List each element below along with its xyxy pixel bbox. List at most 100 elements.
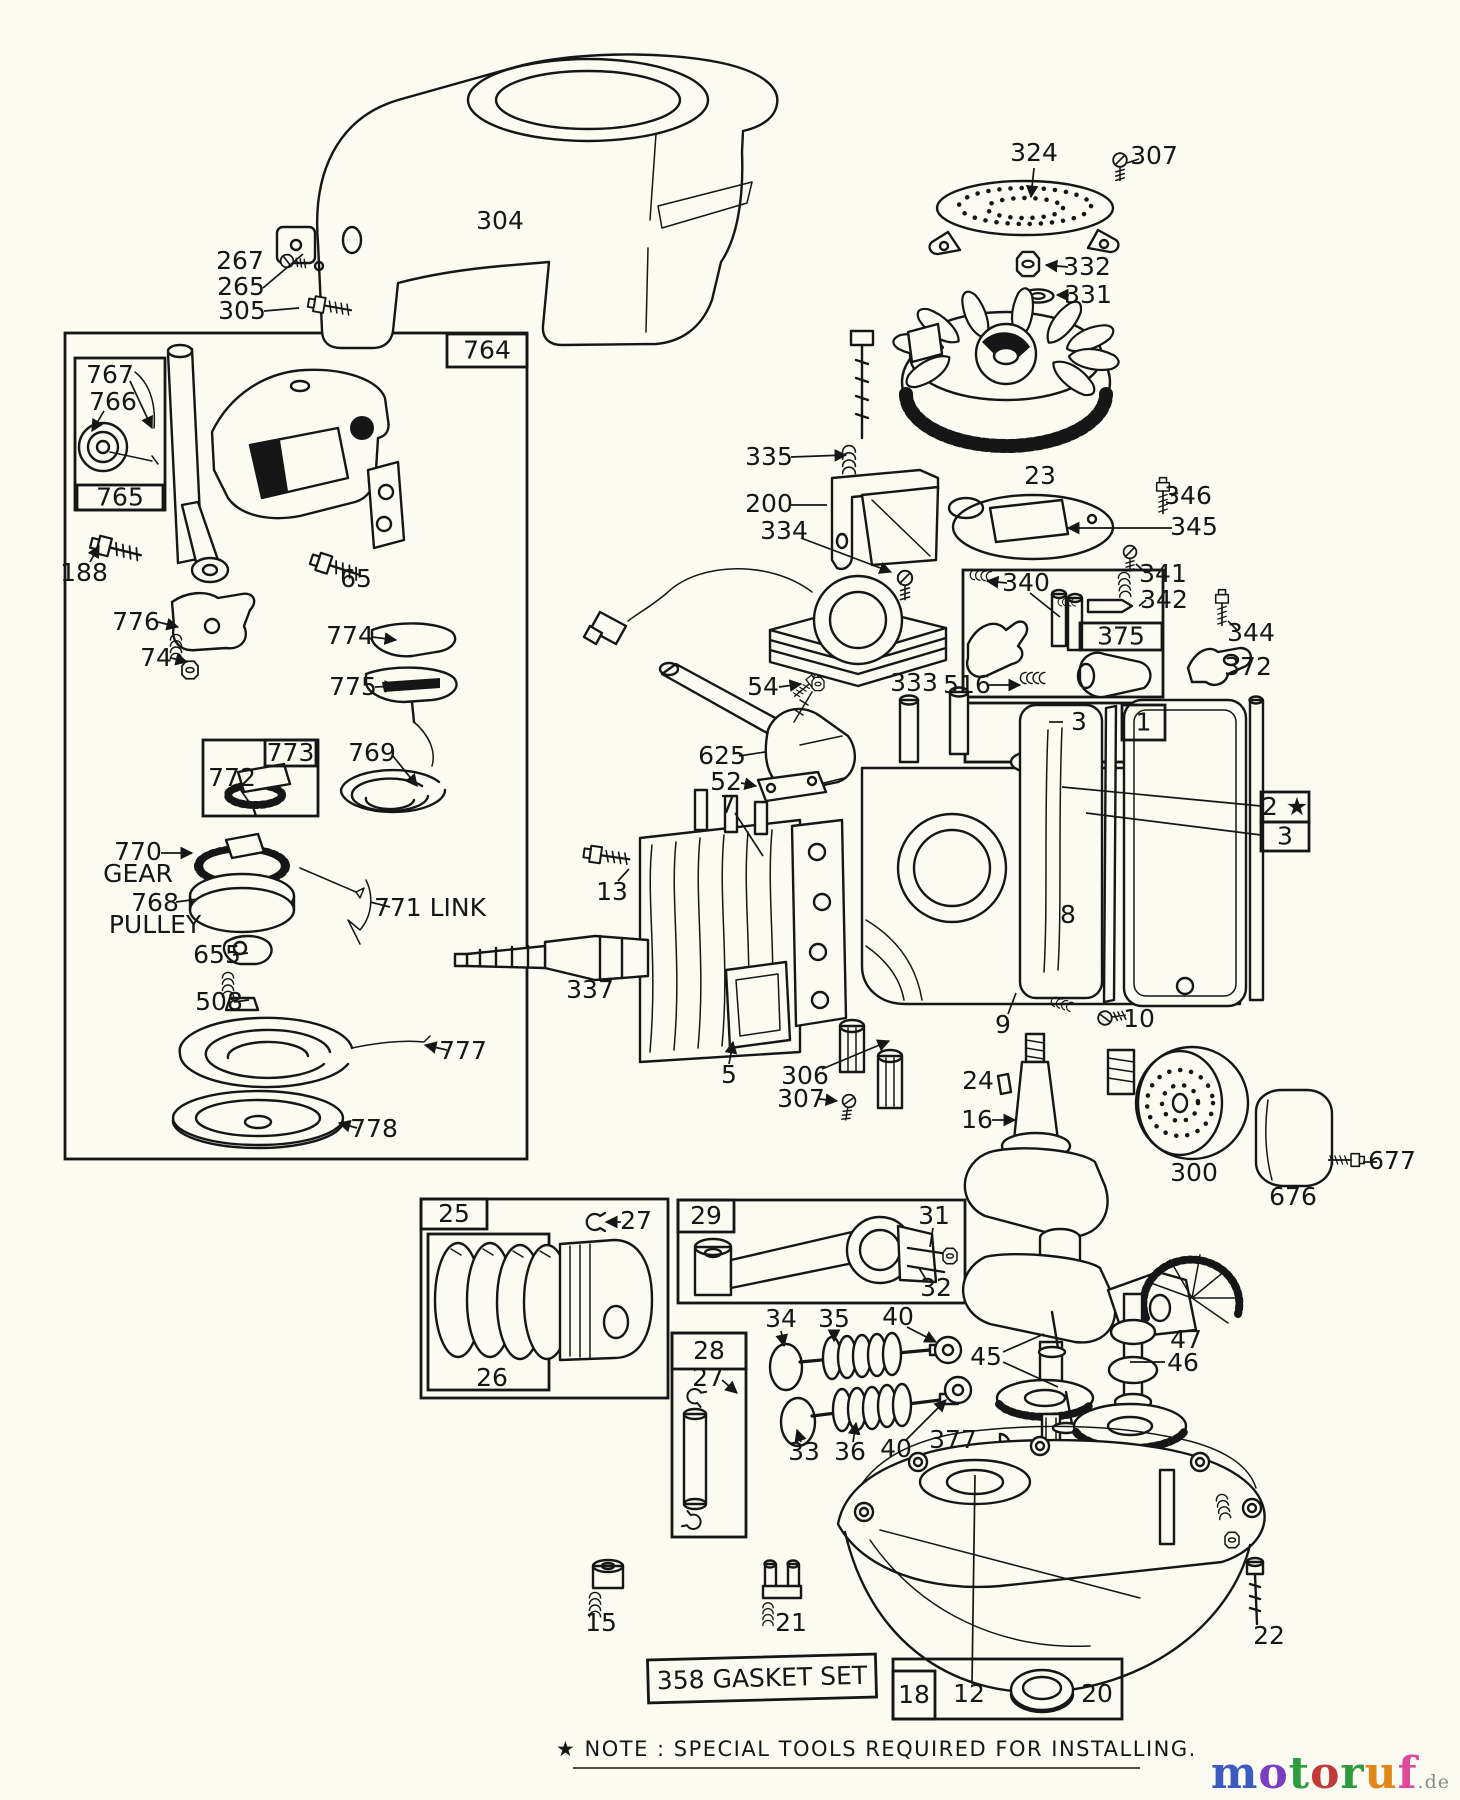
callout-625: 625 [698,741,746,770]
leader-line [262,253,304,289]
leader-line [374,680,398,693]
label-box-25: 25 [419,1197,489,1231]
callout-35: 35 [818,1304,850,1333]
callout-188: 188 [60,558,108,587]
label-box-2-★: 2 ★ [1259,790,1311,824]
callout-769: 769 [348,738,396,767]
callout-337: 337 [566,975,614,1004]
artwork [77,53,1366,1714]
label-box-border [646,1652,878,1705]
leader-line [371,632,398,645]
callout-346: 346 [1164,481,1212,510]
label-box-text: 3 [1277,822,1293,851]
leader-line [971,1474,976,1685]
label-box-border [891,1669,937,1721]
leader-line [985,575,1008,589]
leader-line [800,537,893,574]
callout-372: 372 [1224,652,1272,681]
callout-46: 46 [1167,1348,1199,1377]
callout-777: 777 [439,1036,487,1065]
label-box-border [676,1198,736,1234]
callout-20: 20 [1081,1679,1113,1708]
watermark-letter: f [1397,1748,1418,1799]
watermark-letter: m [1210,1748,1259,1799]
callout-342: 342 [1140,585,1188,614]
label-box-text: 375 [1097,622,1145,651]
group-leader-lines [87,158,1377,1685]
leader-line [1135,563,1147,574]
connecting-rod-drawing [693,1215,958,1297]
callout-5: 5 [721,1060,737,1089]
leader-line [233,999,250,1003]
callout-27: 27 [620,1206,652,1235]
callout-10: 10 [1123,1004,1155,1033]
callout-265: 265 [217,272,265,301]
leader-line [263,307,300,312]
leader-line [129,380,153,430]
label-box-border [75,483,165,512]
label-box-text: 765 [96,483,144,512]
label-box-border [1120,703,1167,742]
leader-line [904,1399,947,1442]
leader-line [794,1428,807,1443]
callout-33: 33 [788,1437,820,1466]
leader-line [906,1326,938,1343]
callout-200: 200 [745,489,793,518]
leader-line [170,653,189,666]
label-box-border [263,738,318,768]
flywheel-group-drawing [890,152,1128,453]
label-box-border [1259,820,1311,853]
label-box-28: 28 [670,1331,748,1371]
leader-line [818,1093,839,1107]
callout-15: 15 [585,1608,617,1637]
callout-508: 508 [195,987,243,1016]
callout-32: 32 [920,1273,952,1302]
callout-pulley: PULLEY [109,910,202,939]
callout-47: 47 [1170,1325,1202,1354]
leader-line [1170,492,1179,497]
leader-line [1085,812,1262,836]
callout-24: 24 [962,1066,994,1095]
callout-677: 677 [1368,1146,1416,1175]
leader-line [1002,1361,1059,1388]
callout-306: 306 [781,1061,829,1090]
label-box-text: 358 GASKET SET [656,1661,868,1696]
watermark-letter: o [1258,1748,1289,1799]
callout-776: 776 [112,607,160,636]
callout-3: 3 [1071,707,1087,736]
recoil-starter-drawing [77,343,458,1150]
callout-40: 40 [880,1434,912,1463]
leader-line [1002,1333,1045,1353]
watermark-letter: u [1364,1748,1398,1799]
callout-22: 22 [1253,1621,1285,1650]
leader-line [87,544,100,563]
callout-377: 377 [929,1425,977,1454]
label-box-text: 2 ★ [1262,792,1308,821]
frame-box [676,1198,967,1305]
leader-line [1227,620,1238,631]
callout-304: 304 [476,206,524,235]
callout-8: 8 [1060,900,1076,929]
label-box-border [670,1331,748,1371]
leader-line [1025,167,1039,199]
leader-line [734,812,764,857]
label-box-border [419,1197,489,1231]
ignition-hardware-drawing [582,329,948,702]
leader-line [91,410,105,433]
callout-771-link: 771 LINK [374,893,487,922]
leader-line [337,1119,358,1133]
callout-768: 768 [131,888,179,917]
label-box-3: 3 [1259,820,1311,853]
label-box-text: 1 [1136,708,1152,737]
callout-16: 16 [961,1105,993,1134]
callout-324: 324 [1010,138,1058,167]
label-box-border [1078,621,1164,652]
callout-26: 26 [476,1363,508,1392]
callout-gear: GEAR [103,859,173,888]
callout-772: 772 [208,763,256,792]
callout-655: 655 [193,940,241,969]
callout-45: 45 [970,1342,1002,1371]
leader-line [1029,592,1061,618]
label-box-29: 29 [676,1198,736,1234]
